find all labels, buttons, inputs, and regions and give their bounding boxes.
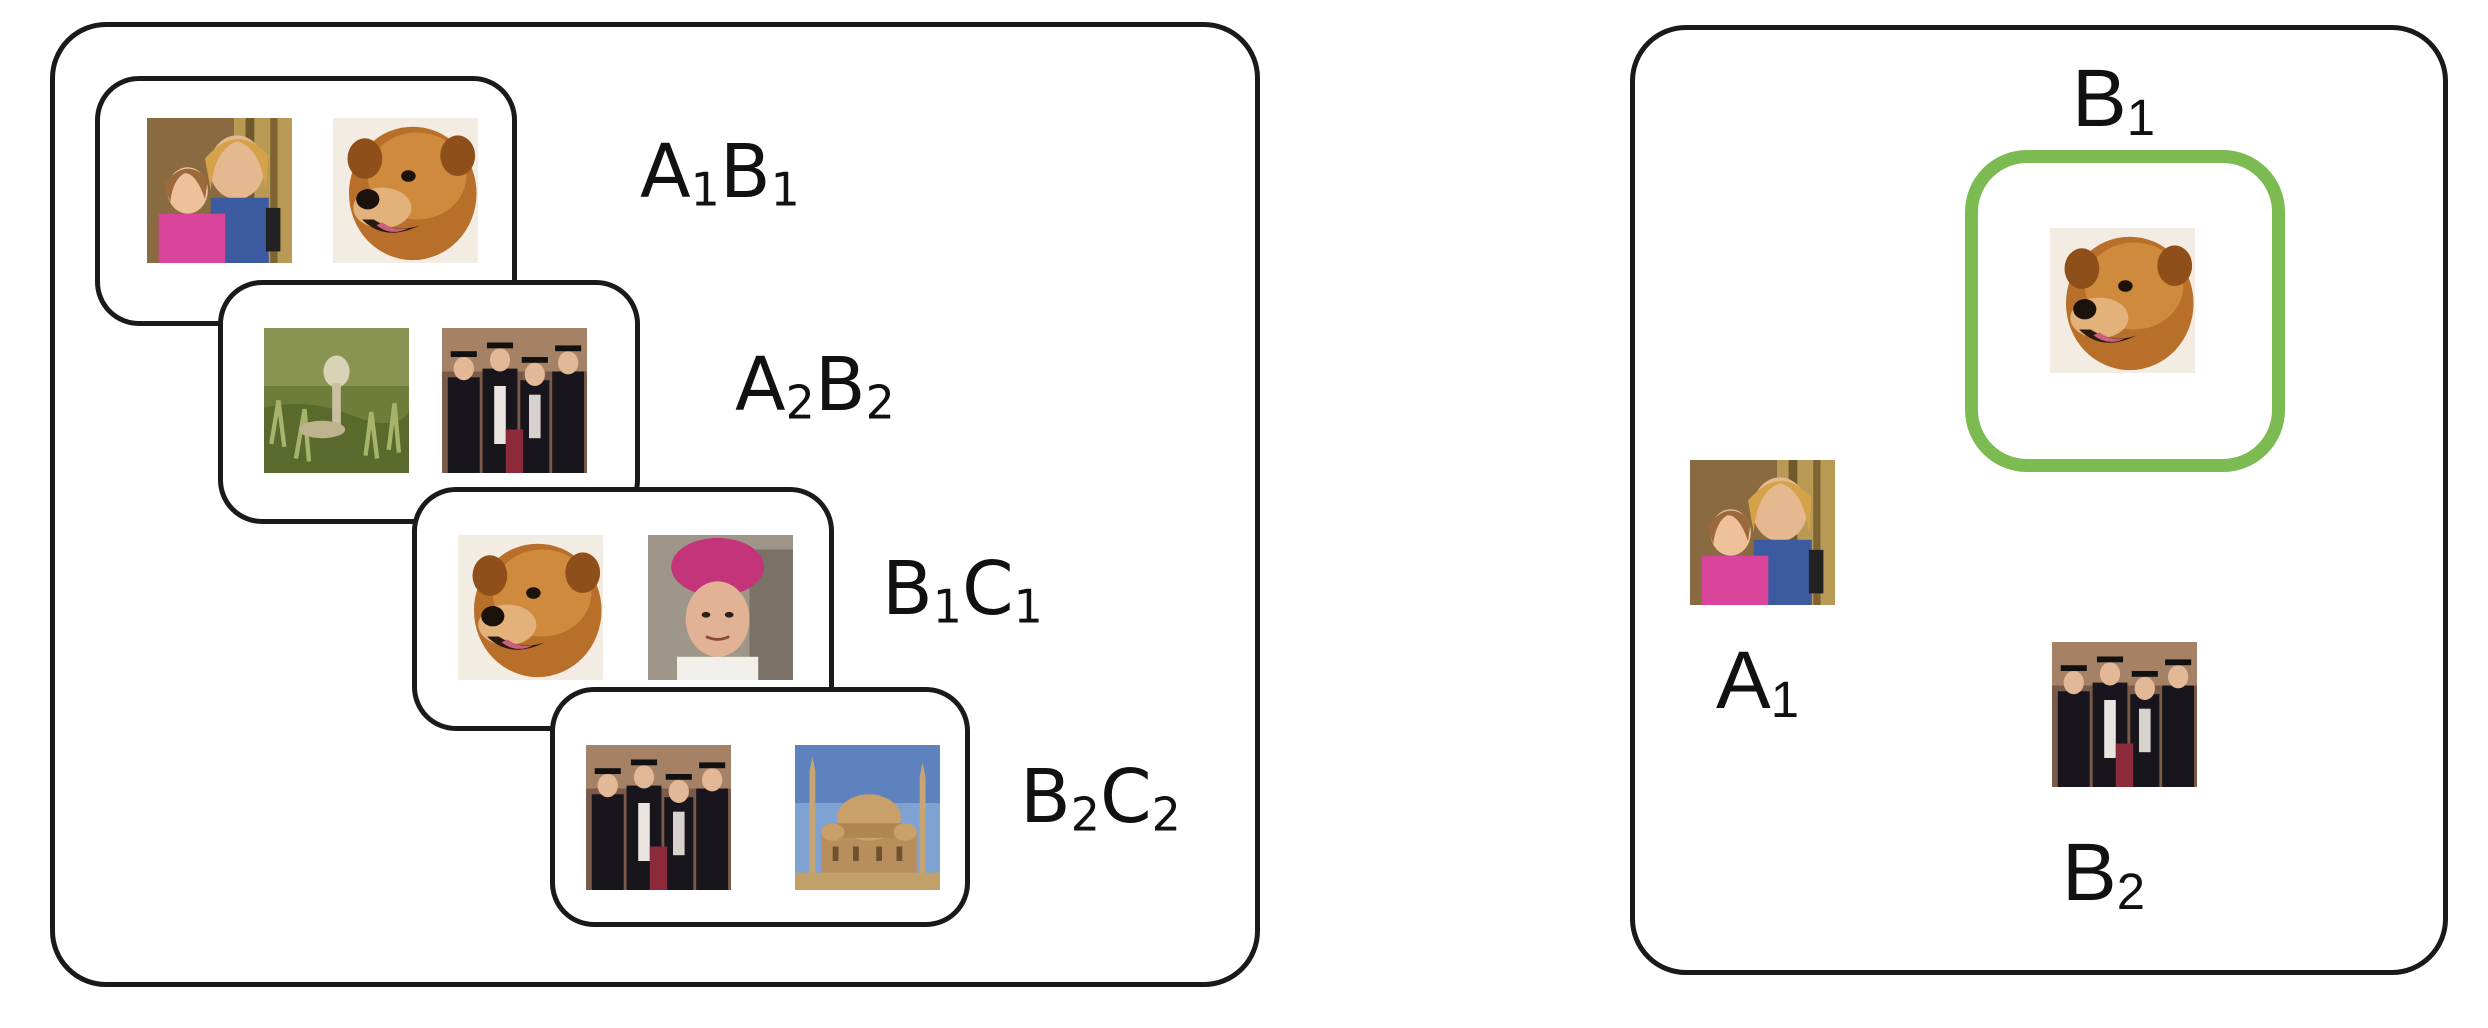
highlight-box [1965,150,2285,472]
graduates-photo [442,328,587,473]
graduates-photo-b2 [2052,642,2197,787]
pair-label-b2c2: B2C2 [1020,754,1181,842]
grass-bird-photo [264,328,409,473]
family-photo [147,118,292,263]
label-b2: B2 [2062,827,2145,921]
dog-photo [458,535,603,680]
pair-label-a1b1: A1B1 [640,129,800,217]
mosque-photo [795,745,940,890]
dog-photo [333,118,478,263]
pair-label-a2b2: A2B2 [735,342,895,430]
label-a1: A1 [1716,635,1799,729]
pair-label-b1c1: B1C1 [882,546,1043,634]
family-photo-a1 [1690,460,1835,605]
dog-photo-highlighted [2050,228,2195,373]
chef-photo [648,535,793,680]
graduates-photo [586,745,731,890]
label-b1: B1 [2072,53,2155,147]
